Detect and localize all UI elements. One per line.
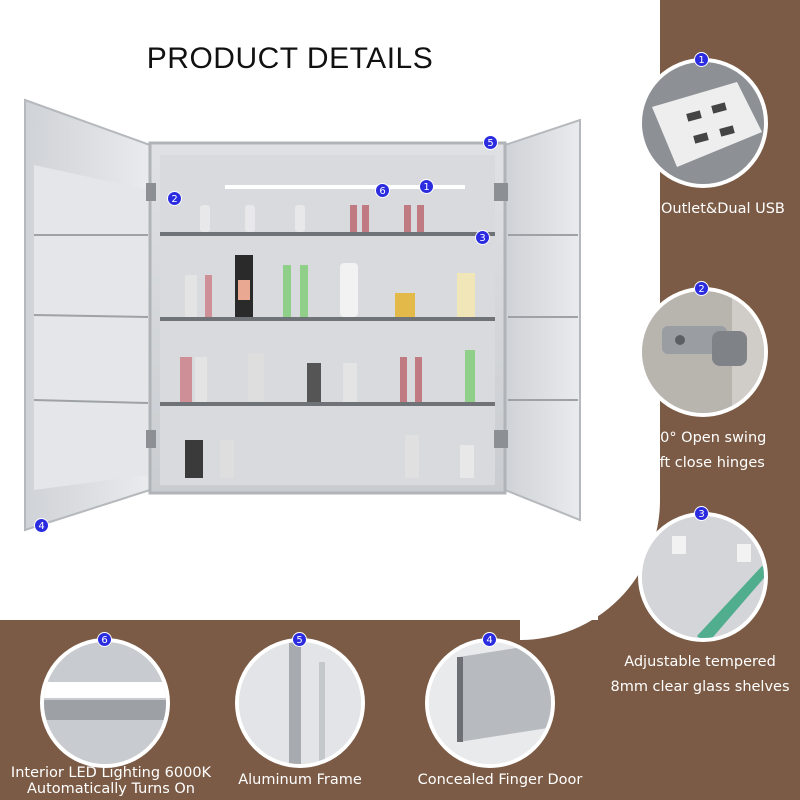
aluminum-frame-icon bbox=[239, 642, 361, 764]
led-detail-image bbox=[40, 638, 170, 768]
outlet-icon bbox=[642, 62, 764, 184]
hinge-detail-image bbox=[638, 287, 768, 417]
marker-4: 4 bbox=[34, 518, 49, 533]
glass-shelf-detail-image bbox=[638, 512, 768, 642]
medicine-cabinet-illustration bbox=[24, 98, 581, 532]
led-strip-icon bbox=[44, 642, 166, 764]
frame-detail-image bbox=[235, 638, 365, 768]
finger-door-caption: Concealed Finger Door bbox=[417, 772, 583, 788]
feature-badge-2: 2 bbox=[694, 281, 709, 296]
outlet-caption: Dual Outlet&Dual USB bbox=[623, 201, 785, 217]
shelves-caption-line1: Adjustable tempered bbox=[624, 654, 776, 670]
marker-6: 6 bbox=[375, 183, 390, 198]
marker-5: 5 bbox=[483, 135, 498, 150]
marker-3: 3 bbox=[475, 230, 490, 245]
hinges-caption-line1: 110° Open swing bbox=[641, 430, 767, 446]
hinges-caption-line2: soft close hinges bbox=[643, 455, 765, 471]
feature-badge-4: 4 bbox=[482, 632, 497, 647]
finger-door-detail-image bbox=[425, 638, 555, 768]
shelves-caption-line2: 8mm clear glass shelves bbox=[610, 679, 790, 695]
feature-badge-5: 5 bbox=[292, 632, 307, 647]
marker-2: 2 bbox=[167, 191, 182, 206]
finger-door-icon bbox=[429, 642, 551, 764]
page-title: PRODUCT DETAILS bbox=[146, 42, 434, 75]
feature-badge-6: 6 bbox=[97, 632, 112, 647]
marker-1: 1 bbox=[419, 179, 434, 194]
led-caption-line2: Automatically Turns On bbox=[26, 781, 195, 797]
feature-badge-1: 1 bbox=[694, 52, 709, 67]
hinge-icon bbox=[642, 291, 764, 413]
feature-badge-3: 3 bbox=[694, 506, 709, 521]
led-caption-line1: Interior LED Lighting 6000K bbox=[10, 765, 212, 781]
outlet-detail-image bbox=[638, 58, 768, 188]
glass-shelf-icon bbox=[642, 516, 764, 638]
frame-caption: Aluminum Frame bbox=[238, 772, 362, 788]
